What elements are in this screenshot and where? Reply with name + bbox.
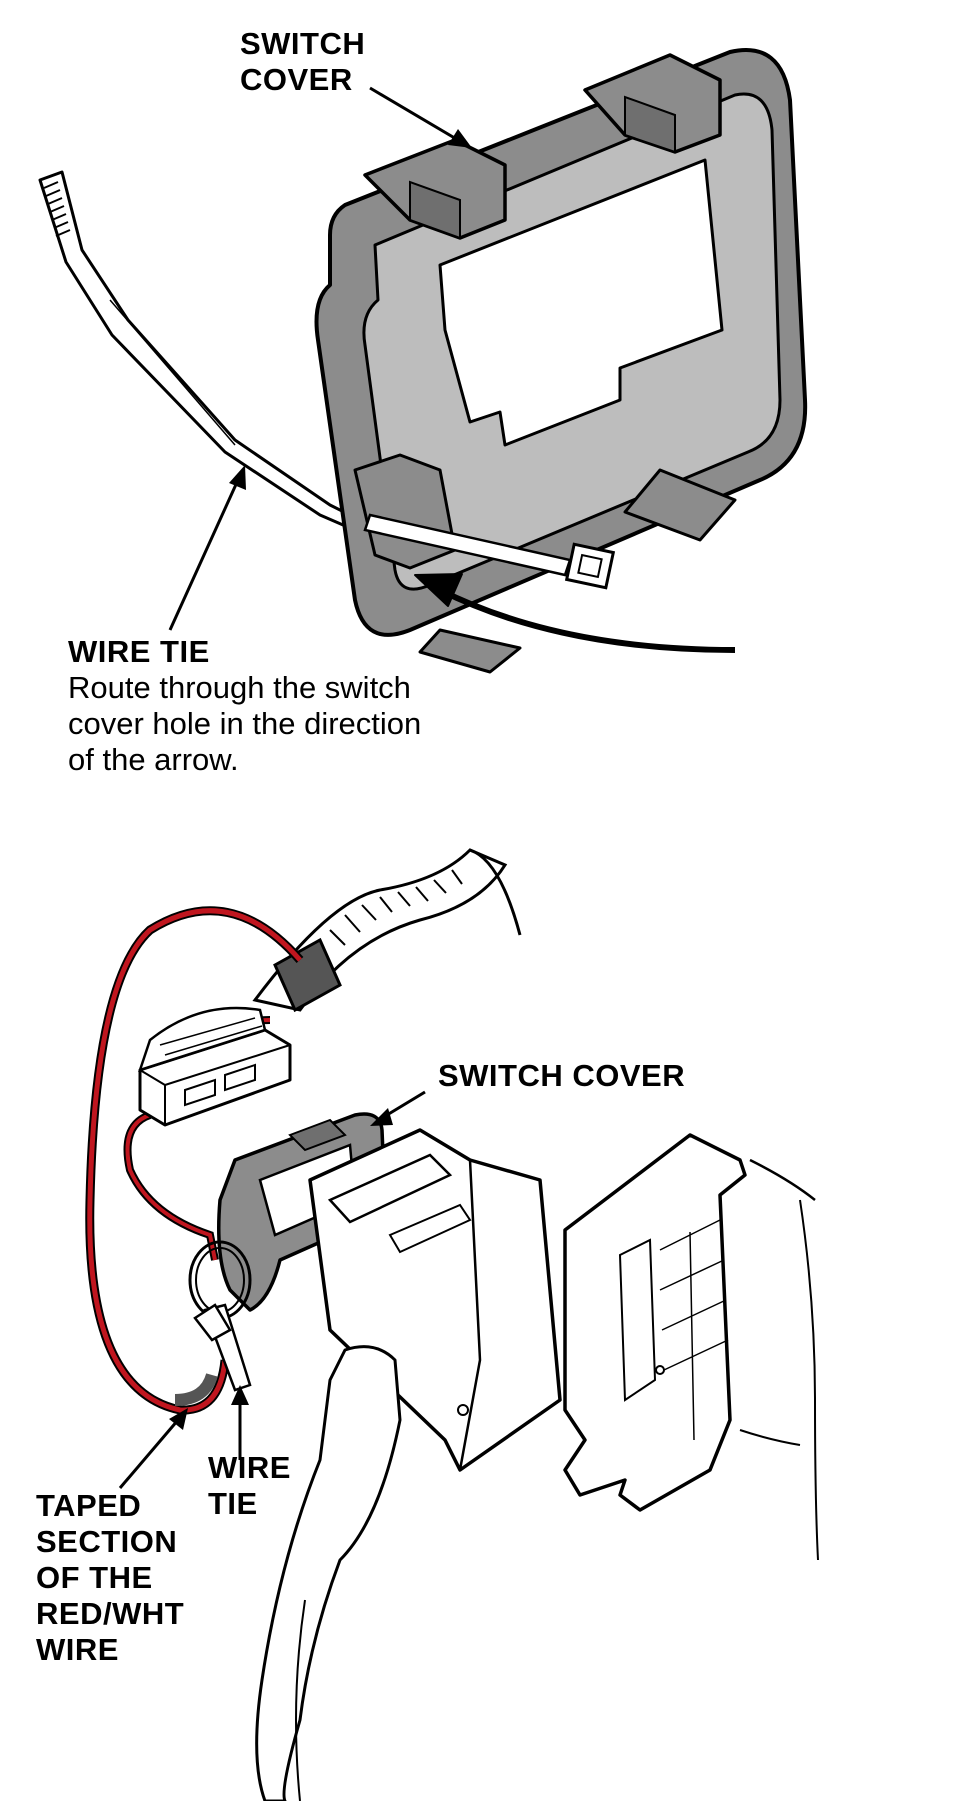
combination-switch [255,1128,562,1801]
wire-tie-loop [188,1240,252,1392]
wire-tie-bottom-leader [231,1385,249,1460]
switch-cover-label-bottom: SWITCH COVER [438,1058,686,1093]
bottom-view [85,848,819,1801]
taped-section-label: TAPED SECTION OF THE RED/WHT WIRE [36,1488,185,1667]
red-wire [85,906,304,1415]
switch-cover-top-leader [369,86,472,148]
switch-cover-top [314,48,808,674]
column-cover [563,1133,819,1561]
wire-tie-head [363,513,616,590]
switch-cover-bottom-leader [370,1090,426,1126]
switch-cover-label-top: SWITCH COVER [240,26,366,97]
top-view [38,48,808,674]
wire-tie-label-bottom: WIRE TIE [208,1450,291,1521]
harness-conduit [252,848,522,1013]
routing-arrow [414,573,736,653]
wire-tie-strap [38,170,362,530]
wire-tie-label-top: WIRE TIE [68,634,210,669]
connector-plug [138,1006,292,1127]
wire-tie-note: Route through the switch cover hole in t… [68,670,422,777]
wire-tie-top-leader [168,465,246,631]
taped-section-leader [118,1408,188,1489]
